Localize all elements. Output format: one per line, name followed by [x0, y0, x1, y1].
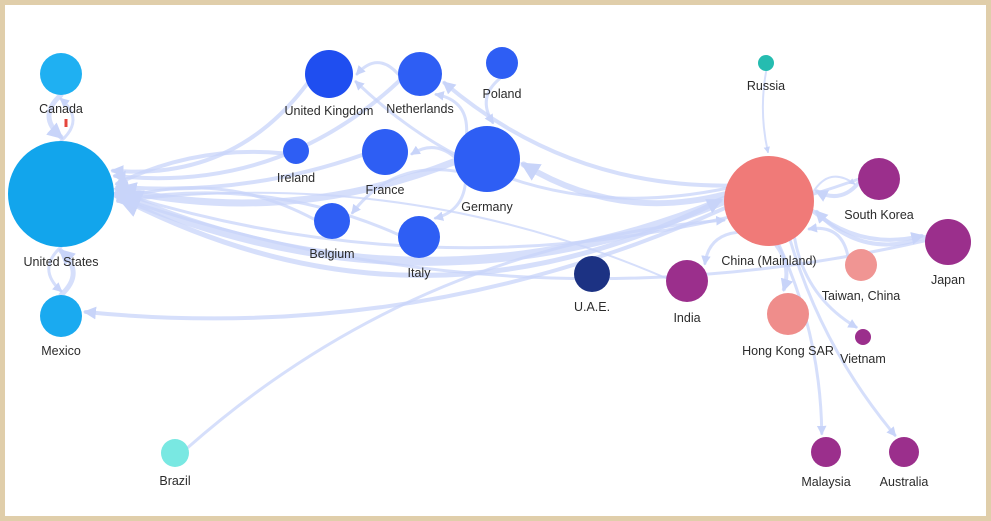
flow-france-to-united-states: [114, 152, 365, 194]
node-australia[interactable]: [889, 437, 919, 467]
flow-germany-to-belgium: [350, 168, 458, 215]
flow-china-to-mexico: [83, 206, 727, 321]
flow-brazil-to-china: [186, 215, 726, 450]
node-south-korea[interactable]: [858, 158, 900, 200]
label-france: France: [366, 183, 405, 197]
label-vietnam: Vietnam: [840, 352, 886, 366]
flow-united-states-to-mexico: [47, 245, 63, 293]
node-taiwan[interactable]: [845, 249, 877, 281]
label-malaysia: Malaysia: [801, 475, 850, 489]
flow-germany-to-italy: [433, 182, 467, 221]
flow-china-to-united-kingdom: [354, 80, 728, 200]
label-south-korea: South Korea: [844, 208, 914, 222]
label-united-states: United States: [23, 255, 98, 269]
flow-canada-to-united-states: [46, 92, 64, 140]
node-russia[interactable]: [758, 55, 774, 71]
label-australia: Australia: [880, 475, 929, 489]
flow-netherlands-to-united-kingdom: [355, 61, 400, 76]
flow-taiwan-to-china: [807, 223, 850, 258]
label-germany: Germany: [461, 200, 513, 214]
flow-china-to-australia: [788, 239, 897, 437]
node-japan[interactable]: [925, 219, 971, 265]
flow-china-to-japan: [810, 209, 925, 245]
node-brazil[interactable]: [161, 439, 189, 467]
label-taiwan: Taiwan, China: [822, 289, 901, 303]
label-russia: Russia: [747, 79, 785, 93]
node-france[interactable]: [362, 129, 408, 175]
node-hong-kong[interactable]: [767, 293, 809, 335]
flow-china-to-india: [701, 230, 739, 266]
node-uae[interactable]: [574, 256, 610, 292]
node-germany[interactable]: [454, 126, 520, 192]
node-united-kingdom[interactable]: [305, 50, 353, 98]
nodes-layer: [8, 47, 971, 467]
label-china: China (Mainland): [721, 254, 816, 268]
label-india: India: [673, 311, 700, 325]
node-belgium[interactable]: [314, 203, 350, 239]
label-uae: U.A.E.: [574, 300, 610, 314]
flow-mexico-to-united-states: [58, 248, 76, 298]
flow-japan-to-united-states: [116, 195, 927, 281]
label-hong-kong: Hong Kong SAR: [742, 344, 834, 358]
node-mexico[interactable]: [40, 295, 82, 337]
label-brazil: Brazil: [159, 474, 190, 488]
label-united-kingdom: United Kingdom: [285, 104, 374, 118]
flow-united-states-to-canada: [59, 97, 75, 143]
flow-china-to-south-korea: [812, 175, 856, 194]
label-italy: Italy: [408, 266, 432, 280]
node-italy[interactable]: [398, 216, 440, 258]
node-vietnam[interactable]: [855, 329, 871, 345]
flow-india-to-united-states: [116, 191, 668, 280]
node-ireland[interactable]: [283, 138, 309, 164]
flow-china-to-vietnam: [793, 236, 858, 329]
flow-ireland-to-united-states: [114, 149, 286, 186]
flow-china-to-netherlands: [442, 80, 729, 188]
node-india[interactable]: [666, 260, 708, 302]
label-ireland: Ireland: [277, 171, 315, 185]
node-poland[interactable]: [486, 47, 518, 79]
flows-layer: [46, 61, 928, 450]
label-mexico: Mexico: [41, 344, 81, 358]
label-poland: Poland: [483, 87, 522, 101]
label-canada: Canada: [39, 102, 83, 116]
node-canada[interactable]: [40, 53, 82, 95]
flow-russia-to-china: [761, 69, 770, 154]
node-malaysia[interactable]: [811, 437, 841, 467]
node-united-states[interactable]: [8, 141, 114, 247]
flow-united-states-to-china: [111, 192, 723, 278]
flow-germany-to-france: [410, 145, 456, 159]
node-china[interactable]: [724, 156, 814, 246]
flow-germany-to-netherlands: [434, 91, 469, 135]
canada-red-marker: [64, 119, 68, 127]
label-belgium: Belgium: [309, 247, 354, 261]
node-netherlands[interactable]: [398, 52, 442, 96]
label-japan: Japan: [931, 273, 965, 287]
flow-china-to-germany: [520, 161, 728, 207]
label-netherlands: Netherlands: [386, 102, 453, 116]
flow-netherlands-to-united-states: [112, 78, 402, 184]
flow-belgium-to-united-states: [115, 186, 316, 221]
